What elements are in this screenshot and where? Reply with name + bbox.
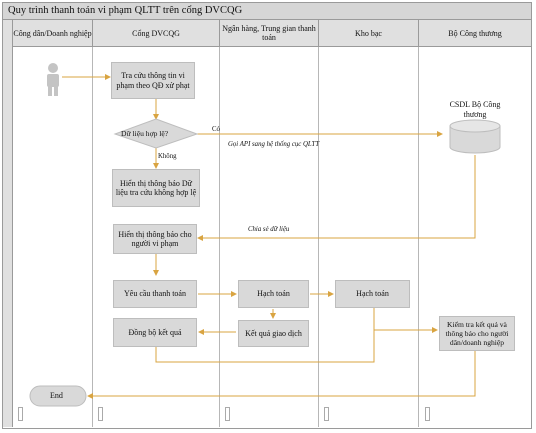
lane-marker (324, 407, 329, 421)
arrow-check-end (87, 350, 476, 399)
lane-bank (220, 47, 319, 427)
node-lookup: Tra cứu thông tin vi phạm theo QĐ xử phạ… (111, 62, 195, 99)
lane-label: Kho bạc (355, 28, 382, 38)
lane-marker (425, 407, 430, 421)
lane-label: Ngân hàng, Trung gian thanh toán (222, 24, 316, 42)
lane-marker (18, 407, 23, 421)
database-cylinder (449, 119, 501, 154)
decision-valid (113, 118, 199, 149)
lane-citizen (13, 47, 93, 427)
diagram-title: Quy trình thanh toán vi phạm QLTT trên c… (8, 5, 243, 16)
node-sync: Đồng bộ kết quả (113, 318, 197, 347)
left-strip (3, 20, 13, 427)
node-text: Tra cứu thông tin vi phạm theo QĐ xử phạ… (116, 71, 190, 90)
lane-header-bank: Ngân hàng, Trung gian thanh toán (220, 20, 319, 47)
lane-label: Công dân/Doanh nghiệp (13, 28, 92, 38)
node-result: Kết quả giao dịch (238, 320, 309, 347)
node-end-label: End (50, 391, 63, 400)
diagram-frame (2, 2, 532, 429)
node-show-notice: Hiển thị thông báo cho người vi phạm (113, 224, 197, 254)
edge-label-yes: Có (212, 126, 220, 133)
lane-header-portal: Cổng DVCQG (93, 20, 220, 47)
node-text: Hiển thị thông báo Dữ liệu tra cứu không… (115, 178, 197, 198)
line-sync-treasury (155, 308, 375, 363)
lane-marker (225, 407, 230, 421)
lane-portal (93, 47, 220, 427)
lane-label: Bộ Công thương (448, 28, 502, 38)
node-text: Hạch toán (257, 289, 290, 299)
lane-header-ministry: Bộ Công thương (419, 20, 531, 47)
end-terminator (29, 385, 87, 407)
node-bank-account: Hạch toán (238, 280, 309, 308)
arrow-db-notice (197, 155, 476, 241)
lane-marker (98, 407, 103, 421)
node-invalid: Hiển thị thông báo Dữ liệu tra cứu không… (112, 169, 200, 207)
node-treasury-account: Hạch toán (335, 280, 410, 308)
node-text: Kiểm tra kết quả và thông báo cho người … (445, 320, 509, 347)
lane-label: Cổng DVCQG (132, 28, 180, 38)
node-check-notify: Kiểm tra kết quả và thông báo cho người … (439, 316, 515, 351)
node-db-label: CSDL Bộ Công thương (449, 100, 501, 119)
node-pay-request: Yêu cầu thanh toán (113, 280, 197, 308)
node-text: Đồng bộ kết quả (128, 327, 182, 337)
edge-label-share: Chia sẻ dữ liệu (248, 226, 290, 233)
edge-label-api: Gọi API sang hệ thống cục QLTT (228, 141, 320, 148)
node-text: Yêu cầu thanh toán (124, 289, 186, 299)
title-bar: Quy trình thanh toán vi phạm QLTT trên c… (3, 3, 531, 20)
node-text: Hạch toán (356, 289, 389, 299)
person-icon (47, 63, 59, 96)
node-text: Kết quả giao dịch (245, 328, 302, 338)
edge-label-no: Không (158, 153, 177, 160)
node-text: Hiển thị thông báo cho người vi phạm (118, 229, 192, 249)
lane-header-treasury: Kho bạc (319, 20, 419, 47)
lane-treasury (319, 47, 419, 427)
arrow-treasury-check (373, 325, 438, 333)
lane-header-citizen: Công dân/Doanh nghiệp (13, 20, 93, 47)
node-valid-label: Dữ liệu hợp lệ? (121, 129, 169, 138)
